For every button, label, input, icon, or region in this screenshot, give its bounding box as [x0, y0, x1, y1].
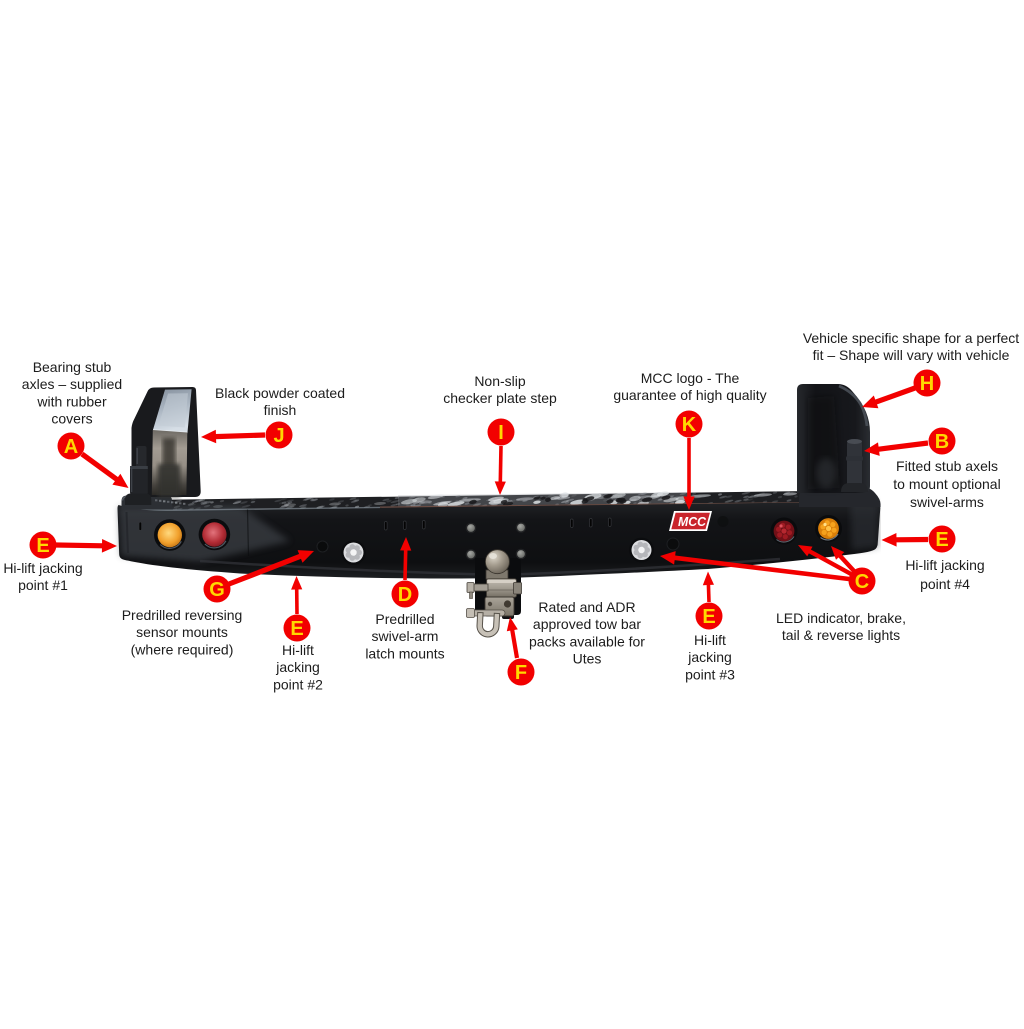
svg-text:Bearing stub: Bearing stub — [33, 359, 112, 375]
svg-text:latch mounts: latch mounts — [365, 645, 444, 661]
svg-text:point #3: point #3 — [685, 666, 735, 682]
svg-text:J: J — [273, 425, 284, 447]
svg-text:Hi-lift jacking: Hi-lift jacking — [3, 560, 82, 576]
svg-text:B: B — [935, 431, 949, 453]
svg-text:Rated and ADR: Rated and ADR — [538, 599, 635, 615]
svg-text:point #2: point #2 — [273, 676, 323, 692]
svg-text:Hi-lift: Hi-lift — [282, 642, 314, 658]
svg-text:(where required): (where required) — [131, 641, 234, 657]
svg-text:sensor mounts: sensor mounts — [136, 624, 228, 640]
svg-text:K: K — [682, 414, 697, 436]
svg-text:guarantee of high quality: guarantee of high quality — [613, 387, 766, 403]
svg-text:Utes: Utes — [573, 651, 602, 667]
svg-text:fit – Shape will vary with veh: fit – Shape will vary with vehicle — [813, 347, 1010, 363]
svg-text:D: D — [398, 584, 412, 606]
svg-text:swivel-arms: swivel-arms — [910, 494, 984, 510]
svg-text:LED indicator, brake,: LED indicator, brake, — [776, 610, 906, 626]
svg-text:finish: finish — [264, 402, 297, 418]
svg-text:Predrilled: Predrilled — [375, 611, 434, 627]
svg-text:C: C — [855, 571, 869, 593]
svg-text:checker plate step: checker plate step — [443, 390, 557, 406]
svg-text:approved tow bar: approved tow bar — [533, 616, 642, 632]
svg-text:packs available for: packs available for — [529, 633, 645, 649]
svg-text:F: F — [515, 662, 527, 684]
svg-text:with rubber: with rubber — [36, 393, 107, 409]
svg-text:Black powder coated: Black powder coated — [215, 385, 345, 401]
svg-text:MCC logo - The: MCC logo - The — [641, 370, 740, 386]
svg-text:point #1: point #1 — [18, 577, 68, 593]
svg-text:Fitted stub axels: Fitted stub axels — [896, 458, 998, 474]
svg-text:I: I — [498, 422, 504, 444]
svg-text:Predrilled reversing: Predrilled reversing — [122, 607, 243, 623]
svg-text:H: H — [920, 373, 934, 395]
svg-text:E: E — [36, 535, 49, 557]
svg-text:jacking: jacking — [275, 659, 320, 675]
svg-text:Hi-lift jacking: Hi-lift jacking — [905, 557, 984, 573]
svg-text:Hi-lift: Hi-lift — [694, 632, 726, 648]
svg-text:point #4: point #4 — [920, 576, 970, 592]
svg-text:MCC: MCC — [678, 515, 707, 529]
svg-text:axles – supplied: axles – supplied — [22, 376, 122, 392]
svg-text:G: G — [209, 579, 225, 601]
svg-text:covers: covers — [51, 411, 92, 427]
svg-text:jacking: jacking — [687, 649, 732, 665]
svg-text:A: A — [64, 436, 78, 458]
svg-text:swivel-arm: swivel-arm — [372, 628, 439, 644]
svg-text:E: E — [702, 606, 715, 628]
svg-text:E: E — [290, 618, 303, 640]
svg-text:tail & reverse lights: tail & reverse lights — [782, 627, 900, 643]
svg-text:Non-slip: Non-slip — [474, 373, 526, 389]
svg-text:Vehicle specific shape for a p: Vehicle specific shape for a perfect — [803, 330, 1019, 346]
svg-text:to mount optional: to mount optional — [893, 476, 1000, 492]
svg-text:E: E — [935, 529, 948, 551]
